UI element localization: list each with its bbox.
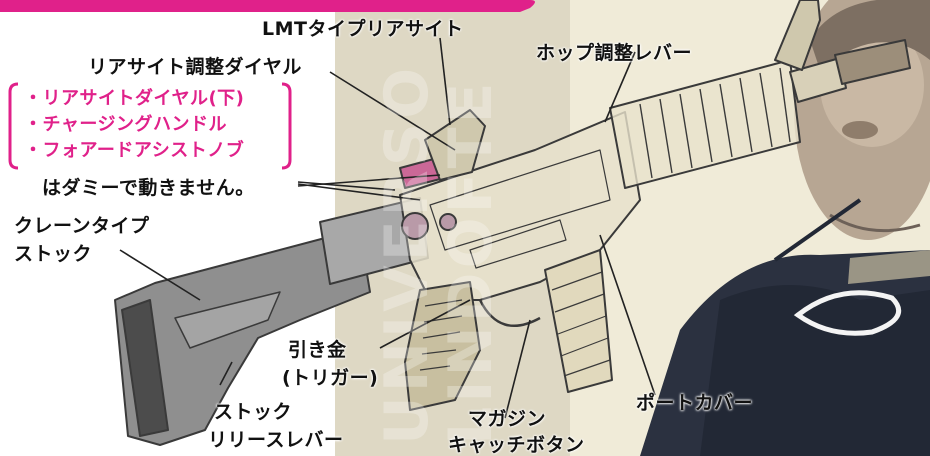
watermark-line-1: UNIVERSO: [372, 63, 442, 445]
label-trigger-line-2: (トリガー): [282, 367, 379, 389]
label-magazine-catch-line-2: キャッチボタン: [448, 434, 585, 456]
stock-shape: [114, 231, 371, 446]
label-stock-release-lever: ストック リリースレバー: [208, 398, 344, 454]
pistol-grip-shape: [404, 281, 481, 411]
label-trigger: 引き金 (トリガー): [282, 336, 378, 392]
dummy-parts-bracket-right: [281, 82, 292, 170]
label-magazine-catch-line-1: マガジン: [468, 408, 547, 430]
label-trigger-line-1: 引き金: [288, 339, 347, 361]
dummy-parts-bracket-left: [8, 82, 19, 170]
rear-sight-shape: [424, 109, 486, 181]
label-crane-stock: クレーンタイプ ストック: [14, 212, 150, 268]
label-stock-release-line-2: リリースレバー: [208, 429, 344, 451]
label-crane-stock-line-2: ストック: [14, 243, 93, 265]
watermark-line-2: LINDOFTE: [436, 78, 506, 445]
label-rear-sight-dial: リアサイト調整ダイヤル: [88, 56, 302, 78]
handguard-shape: [609, 59, 801, 189]
label-hop-adjust-lever: ホップ調整レバー: [536, 42, 693, 64]
label-crane-stock-line-1: クレーンタイプ: [14, 215, 150, 237]
dummy-part-charging-handle: ・チャージングハンドル: [24, 114, 227, 135]
top-accent-band: [0, 0, 535, 12]
label-dummy-note: はダミーで動きません。: [42, 177, 255, 199]
label-port-cover: ポートカバー: [636, 392, 754, 414]
leader-lines: [119, 37, 656, 419]
dummy-part-rear-sight-dial-lower: ・リアサイトダイヤル(下): [24, 88, 245, 109]
rifle-body: [114, 0, 911, 446]
dummy-part-forward-assist-knob: ・フォアードアシストノブ: [24, 140, 245, 161]
dummy-parts-list: ・リアサイトダイヤル(下) ・チャージングハンドル ・フォアードアシストノブ: [24, 86, 244, 164]
label-lmt-rear-sight: LMTタイプリアサイト: [262, 18, 464, 40]
magazine-shape: [544, 249, 613, 393]
label-magazine-catch-button: マガジン キャッチボタン: [448, 406, 585, 456]
label-stock-release-line-1: ストック: [214, 401, 293, 423]
